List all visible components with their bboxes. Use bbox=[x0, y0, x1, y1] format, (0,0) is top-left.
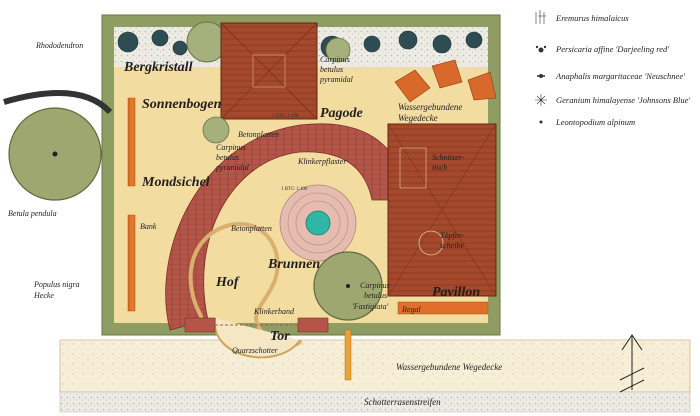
legend-item-eremurus: Eremurus himalaicus bbox=[555, 13, 629, 23]
plant-carpinus-bot-2: betulus bbox=[364, 291, 387, 300]
populus-hecke bbox=[3, 90, 113, 115]
carpinus-tree-mid bbox=[202, 116, 230, 144]
persicaria-icon bbox=[535, 45, 547, 53]
anaphalis-icon bbox=[537, 74, 545, 78]
label-schnitzertisch-2: tisch bbox=[432, 163, 447, 172]
eremurus-icon bbox=[535, 10, 546, 24]
label-elevation-1: 1 BTG 1:100 bbox=[272, 114, 299, 119]
label-betonplatten-mid: Betonplatten bbox=[231, 224, 272, 233]
plant-carpinus-top-3: pyramidal bbox=[319, 75, 354, 84]
regal-bar bbox=[397, 301, 489, 315]
plant-carpinus-top-1: Carpinus bbox=[320, 55, 350, 64]
plant-carpinus-mid-1: Carpinus bbox=[216, 143, 246, 152]
label-toepferscheibe-2: scheibe bbox=[440, 241, 464, 250]
label-wegedecke-1: Wassergebundene bbox=[398, 102, 462, 112]
label-toepferscheibe-1: Töpfer- bbox=[440, 231, 464, 240]
north-arrow-icon bbox=[619, 334, 645, 393]
tor-gate-left bbox=[184, 317, 216, 333]
area-tor: Tor bbox=[270, 329, 290, 344]
label-bank: Bank bbox=[140, 222, 157, 231]
plant-carpinus-mid-3: pyramidal bbox=[215, 163, 250, 172]
tor-gate-right bbox=[297, 317, 329, 333]
area-pavillon: Pavillon bbox=[432, 285, 480, 300]
label-schotterrasen: Schotterrasenstreifen bbox=[364, 397, 441, 407]
plant-carpinus-top-2: betulus bbox=[320, 65, 343, 74]
plant-carpinus-bot-3: 'Fastigiata' bbox=[352, 302, 389, 311]
toepferscheibe bbox=[418, 230, 444, 256]
legend-item-persicaria: Persicaria affine 'Darjeeling red' bbox=[555, 44, 669, 54]
label-wegedecke-2: Wegedecke bbox=[398, 113, 438, 123]
carpinus-tree-top bbox=[325, 37, 351, 63]
lower-path bbox=[59, 339, 691, 393]
brunnen-water bbox=[305, 210, 331, 236]
legend-item-leontopodium: Leontopodium alpinum bbox=[555, 117, 635, 127]
bench-sonnenbogen bbox=[127, 97, 136, 187]
area-hof: Hof bbox=[215, 275, 240, 290]
legend-item-geranium: Geranium himalayense 'Johnsons Blue' bbox=[556, 95, 690, 105]
label-elevation-2: 1 BTG 1:100 bbox=[281, 187, 308, 192]
label-klinkerband: Klinkerband bbox=[253, 307, 295, 316]
plant-populus-2: Hecke bbox=[33, 291, 54, 300]
legend-item-anaphalis: Anaphalis margaritaceae 'Neuschnee' bbox=[555, 71, 685, 81]
label-regal: Regal bbox=[401, 305, 421, 314]
plant-populus-1: Populus nigra bbox=[33, 280, 80, 289]
area-bergkristall: Bergkristall bbox=[123, 60, 193, 75]
area-pagode: Pagode bbox=[320, 106, 363, 121]
tor-path bbox=[213, 317, 301, 359]
parasols bbox=[394, 59, 497, 103]
leontopodium-icon bbox=[539, 120, 543, 124]
plant-betula: Betula pendula bbox=[8, 209, 57, 218]
area-mondsichel: Mondsichel bbox=[141, 175, 210, 190]
gravel-strip bbox=[59, 391, 691, 413]
area-sonnenbogen: Sonnenbogen bbox=[142, 97, 222, 112]
bench-mondsichel bbox=[127, 214, 136, 312]
plant-carpinus-mid-2: betulus bbox=[216, 153, 239, 162]
area-brunnen: Brunnen bbox=[267, 257, 320, 272]
orange-steps bbox=[344, 329, 352, 381]
label-quarzschotter: Quarzschotter bbox=[232, 346, 279, 355]
label-klinkerpflaster: Klinkerpflaster bbox=[297, 157, 347, 166]
plant-rhododendron: Rhododendron bbox=[35, 41, 83, 50]
plant-carpinus-bot-1: Carpinus bbox=[360, 281, 390, 290]
label-schnitzertisch-1: Schnitzer- bbox=[432, 153, 465, 162]
label-betonplatten-top: Betonplatten bbox=[238, 130, 279, 139]
geranium-icon bbox=[535, 94, 547, 106]
label-lower-path: Wassergebundene Wegedecke bbox=[396, 362, 502, 372]
